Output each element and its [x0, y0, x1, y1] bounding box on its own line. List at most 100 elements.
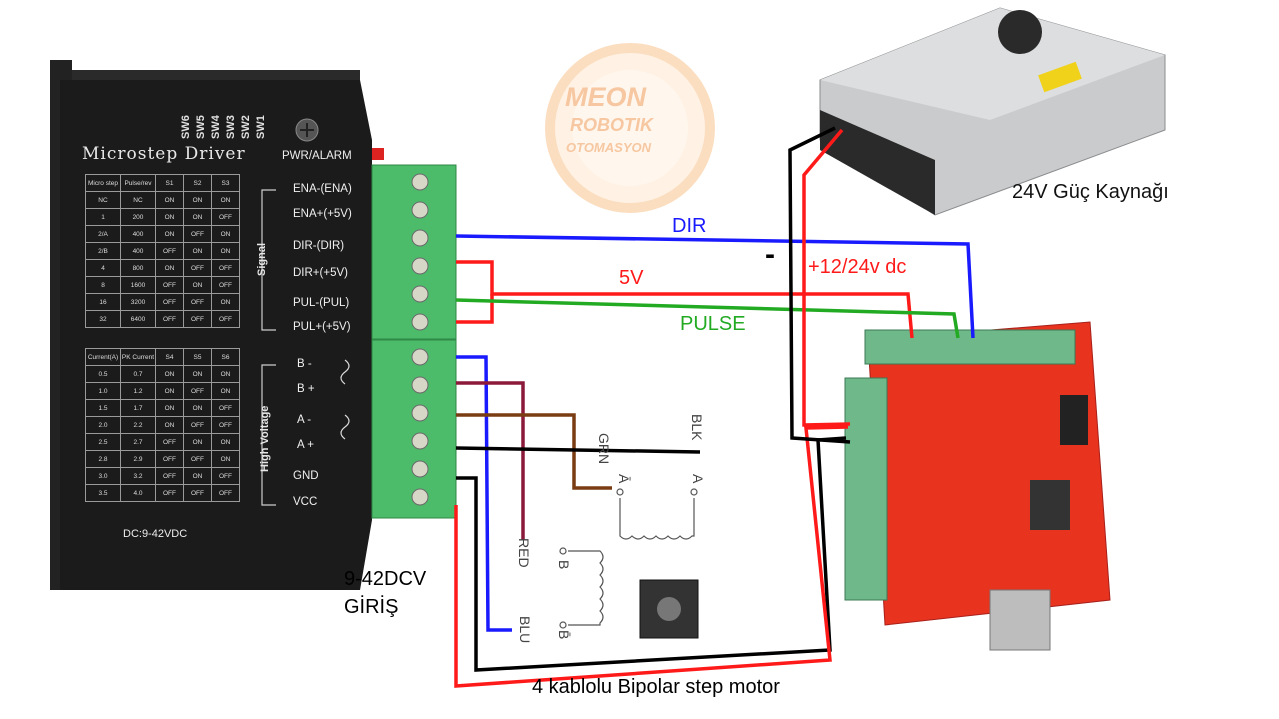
table-cell: OFF: [211, 259, 240, 277]
pulse-label: PULSE: [680, 313, 746, 335]
table-cell: S2: [183, 174, 212, 192]
table-cell: Current(A): [85, 348, 121, 366]
wire-psu-minus: [788, 126, 851, 444]
switch-label: SW5: [195, 115, 207, 139]
table-cell: OFF: [155, 276, 184, 294]
pin-a-plus: A +: [297, 439, 314, 451]
table-cell: Micro step: [85, 174, 121, 192]
table-cell: ON: [155, 208, 184, 226]
table-cell: 2.7: [120, 433, 156, 451]
table-cell: OFF: [155, 450, 184, 468]
table-cell: 1.7: [120, 399, 156, 417]
table-cell: OFF: [183, 416, 212, 434]
table-cell: ON: [155, 416, 184, 434]
table-cell: ON: [183, 208, 212, 226]
grn-label: GRN: [596, 433, 612, 465]
table-cell: 1.5: [85, 399, 121, 417]
pin-b-plus: B +: [297, 383, 315, 395]
psu-label: 24V Güç Kaynağı: [1012, 181, 1169, 203]
pin-ena-plus: ENA+(+5V): [293, 208, 352, 220]
pwr-alarm-label: PWR/ALARM: [282, 150, 352, 162]
table-cell: ON: [155, 225, 184, 243]
driver-power-terminal: [371, 339, 457, 519]
watermark-line2: ROBOTIK: [570, 115, 653, 135]
dir-label: DIR: [672, 215, 707, 237]
pin-gnd: GND: [293, 470, 319, 482]
b-label: B: [556, 560, 572, 570]
table-cell: 4.0: [120, 484, 156, 502]
table-cell: S3: [211, 174, 240, 192]
table-cell: S6: [211, 348, 240, 366]
wire-5v-2: [456, 294, 494, 324]
table-cell: ON: [211, 382, 240, 400]
table-cell: 3.5: [85, 484, 121, 502]
table-cell: 16: [85, 293, 121, 311]
wires: [454, 126, 975, 688]
table-cell: ON: [183, 399, 212, 417]
table-cell: S5: [183, 348, 212, 366]
table-cell: ON: [183, 467, 212, 485]
table-cell: OFF: [155, 293, 184, 311]
table-cell: OFF: [211, 310, 240, 328]
switch-label: SW6: [180, 115, 192, 139]
blu-label: BLU: [517, 616, 533, 644]
watermark-logo: [545, 43, 715, 213]
input-label-line2: GİRİŞ: [344, 596, 399, 618]
table-cell: ON: [183, 433, 212, 451]
power-supply: [819, 7, 1166, 216]
table-cell: OFF: [183, 450, 212, 468]
table-cell: ON: [211, 225, 240, 243]
table-cell: ON: [155, 259, 184, 277]
table-cell: ON: [211, 293, 240, 311]
switch-label: SW4: [210, 115, 222, 139]
table-cell: OFF: [211, 467, 240, 485]
table-cell: 4: [85, 259, 121, 277]
table-cell: OFF: [183, 310, 212, 328]
table-cell: NC: [120, 191, 156, 209]
a-label: A: [690, 474, 706, 484]
wire-psu-plus: [802, 128, 851, 427]
watermark-line3: OTOMASYON: [566, 140, 651, 155]
table-cell: OFF: [155, 433, 184, 451]
table-cell: OFF: [211, 484, 240, 502]
table-cell: ON: [183, 242, 212, 260]
switch-label: SW1: [255, 115, 267, 139]
table-cell: 400: [120, 242, 156, 260]
table-cell: ON: [211, 242, 240, 260]
table-cell: ON: [211, 433, 240, 451]
table-cell: OFF: [211, 399, 240, 417]
table-cell: OFF: [155, 484, 184, 502]
table-cell: ON: [211, 365, 240, 383]
table-cell: ON: [183, 365, 212, 383]
motor-label: 4 kablolu Bipolar step motor: [532, 676, 780, 698]
table-cell: 3.0: [85, 467, 121, 485]
table-cell: OFF: [183, 484, 212, 502]
table-cell: 200: [120, 208, 156, 226]
table-cell: ON: [211, 450, 240, 468]
driver-title: Microstep Driver: [82, 144, 246, 164]
table-cell: OFF: [183, 293, 212, 311]
pin-a-minus: A -: [297, 414, 312, 426]
table-cell: NC: [85, 191, 121, 209]
table-cell: 0.5: [85, 365, 121, 383]
table-cell: OFF: [155, 467, 184, 485]
table-cell: 1600: [120, 276, 156, 294]
minus-label: -: [765, 238, 775, 271]
a-bar-label: Ā: [616, 474, 632, 484]
wire-b-plus: [456, 381, 525, 540]
table-cell: 400: [120, 225, 156, 243]
table-cell: ON: [183, 191, 212, 209]
table-cell: 2.8: [85, 450, 121, 468]
table-cell: ON: [155, 382, 184, 400]
table-cell: 2.2: [120, 416, 156, 434]
